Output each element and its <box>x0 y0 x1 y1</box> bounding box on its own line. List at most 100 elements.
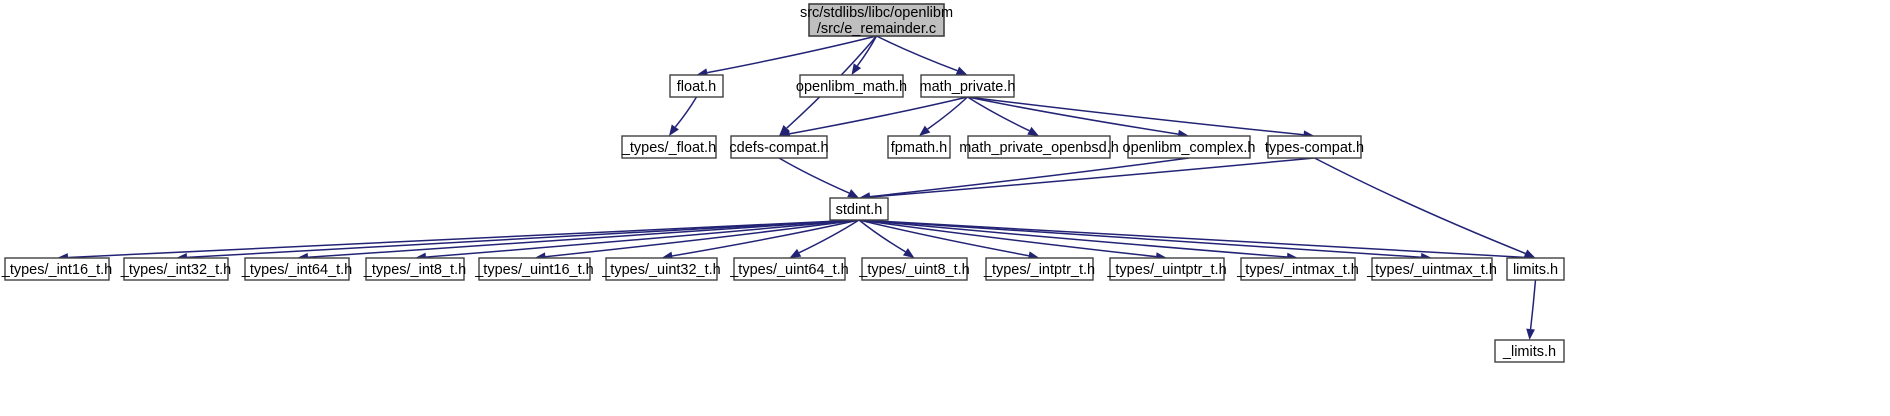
graph-node-types-uintptr-t-h[interactable]: _types/_uintptr_t.h <box>1106 257 1227 281</box>
node-click-target[interactable] <box>1110 258 1224 280</box>
edge-line <box>967 96 1030 132</box>
node-box <box>478 257 591 281</box>
graph-node-math-private-openbsd-h[interactable]: math_private_openbsd.h <box>959 135 1119 159</box>
node-click-target[interactable] <box>888 136 950 158</box>
graph-edge <box>876 35 968 75</box>
node-click-target[interactable] <box>1128 136 1250 158</box>
node-click-target[interactable] <box>366 258 464 280</box>
node-box <box>733 257 846 281</box>
graph-edge <box>1314 157 1536 258</box>
graph-node-types-uint8-t-h[interactable]: _types/_uint8_t.h <box>858 257 970 281</box>
node-click-target[interactable] <box>1495 340 1564 362</box>
edge-line <box>869 157 1190 198</box>
node-box <box>244 257 350 281</box>
node-click-target[interactable] <box>124 258 228 280</box>
node-click-target[interactable] <box>809 4 944 36</box>
node-box <box>730 135 828 159</box>
graph-node-types-intptr-t-h[interactable]: _types/_intptr_t.h <box>983 257 1095 281</box>
node-click-target[interactable] <box>479 258 590 280</box>
edge-line <box>858 219 1422 259</box>
node-box <box>887 135 951 159</box>
graph-node-fpmath-h[interactable]: fpmath.h <box>887 135 951 159</box>
edge-line <box>927 96 969 130</box>
node-click-target[interactable] <box>734 258 845 280</box>
graph-node-types-uint64-t-h[interactable]: _types/_uint64_t.h <box>729 257 849 281</box>
node-box <box>621 135 717 159</box>
edge-line <box>778 157 850 194</box>
graph-node-openlibm-complex-h[interactable]: openlibm_complex.h <box>1123 135 1256 159</box>
graph-node-cdefs-compat-h[interactable]: cdefs-compat.h <box>729 135 829 159</box>
node-click-target[interactable] <box>1372 258 1492 280</box>
edge-arrowhead <box>919 125 931 136</box>
graph-node-float-h[interactable]: float.h <box>669 74 724 98</box>
graph-edge <box>858 219 1536 262</box>
node-click-target[interactable] <box>968 136 1110 158</box>
graph-node-types-float-h[interactable]: _types/_float.h <box>621 135 717 159</box>
graph-node-types-uintmax-t-h[interactable]: _types/_uintmax_t.h <box>1366 257 1497 281</box>
node-box <box>1267 135 1362 159</box>
edge-line <box>858 219 1288 258</box>
graph-node-types-intmax-t-h[interactable]: _types/_intmax_t.h <box>1236 257 1359 281</box>
node-click-target[interactable] <box>5 258 109 280</box>
node-box <box>985 257 1094 281</box>
edge-line <box>307 219 860 259</box>
edge-arrowhead <box>851 63 862 75</box>
node-click-target[interactable] <box>800 75 903 97</box>
graph-node-types-int8-t-h[interactable]: _types/_int8_t.h <box>363 257 466 281</box>
graph-node-types-int64-t-h[interactable]: _types/_int64_t.h <box>241 257 352 281</box>
graph-node-types-int32-t-h[interactable]: _types/_int32_t.h <box>120 257 231 281</box>
edge-arrowhead <box>955 66 968 75</box>
edge-line <box>1529 279 1537 330</box>
graph-edge <box>669 96 698 136</box>
graph-node-types-int16-t-h[interactable]: _types/_int16_t.h <box>1 257 112 281</box>
node-box <box>861 257 968 281</box>
node-click-target[interactable] <box>1241 258 1355 280</box>
edge-line <box>858 219 1157 258</box>
node-box <box>1494 339 1565 363</box>
graph-node-types-uint32-t-h[interactable]: _types/_uint32_t.h <box>601 257 721 281</box>
graph-node-stdint-h[interactable]: stdint.h <box>829 197 889 221</box>
graph-node-limits-h[interactable]: limits.h <box>1506 257 1565 281</box>
edge-line <box>186 219 860 259</box>
edge-line <box>858 219 1029 257</box>
edge-line <box>67 219 860 259</box>
node-box <box>920 74 1015 98</box>
node-box <box>799 74 904 98</box>
edge-line <box>674 96 698 128</box>
node-box <box>808 3 945 37</box>
node-click-target[interactable] <box>862 258 967 280</box>
node-click-target[interactable] <box>830 198 888 220</box>
node-box <box>967 135 1111 159</box>
edges-layer <box>57 35 1537 340</box>
edge-line <box>1314 157 1526 255</box>
node-click-target[interactable] <box>986 258 1093 280</box>
node-box <box>829 197 889 221</box>
node-click-target[interactable] <box>921 75 1014 97</box>
node-click-target[interactable] <box>245 258 349 280</box>
graph-node-types-compat-h[interactable]: types-compat.h <box>1265 135 1364 159</box>
node-click-target[interactable] <box>622 136 716 158</box>
graph-edge <box>919 96 969 136</box>
node-box <box>669 74 724 98</box>
edge-line <box>858 219 906 253</box>
edge-arrowhead <box>1027 126 1039 136</box>
edge-arrowhead <box>669 124 679 136</box>
graph-edge <box>789 219 860 258</box>
graph-edge <box>1526 279 1537 340</box>
edge-line <box>425 219 860 258</box>
node-click-target[interactable] <box>606 258 717 280</box>
node-click-target[interactable] <box>1507 258 1564 280</box>
node-click-target[interactable] <box>731 136 827 158</box>
graph-node-openlibm-math-h[interactable]: openlibm_math.h <box>796 74 907 98</box>
node-click-target[interactable] <box>1268 136 1361 158</box>
node-click-target[interactable] <box>670 75 723 97</box>
graph-node-types-uint16-t-h[interactable]: _types/_uint16_t.h <box>474 257 594 281</box>
node-box <box>4 257 110 281</box>
node-box <box>123 257 229 281</box>
edge-line <box>869 157 1315 198</box>
graph-node-math-private-h[interactable]: math_private.h <box>920 74 1016 98</box>
graph-node--limits-h[interactable]: _limits.h <box>1494 339 1565 363</box>
graph-node-root[interactable]: src/stdlibs/libc/openlibm/src/e_remainde… <box>800 3 953 37</box>
